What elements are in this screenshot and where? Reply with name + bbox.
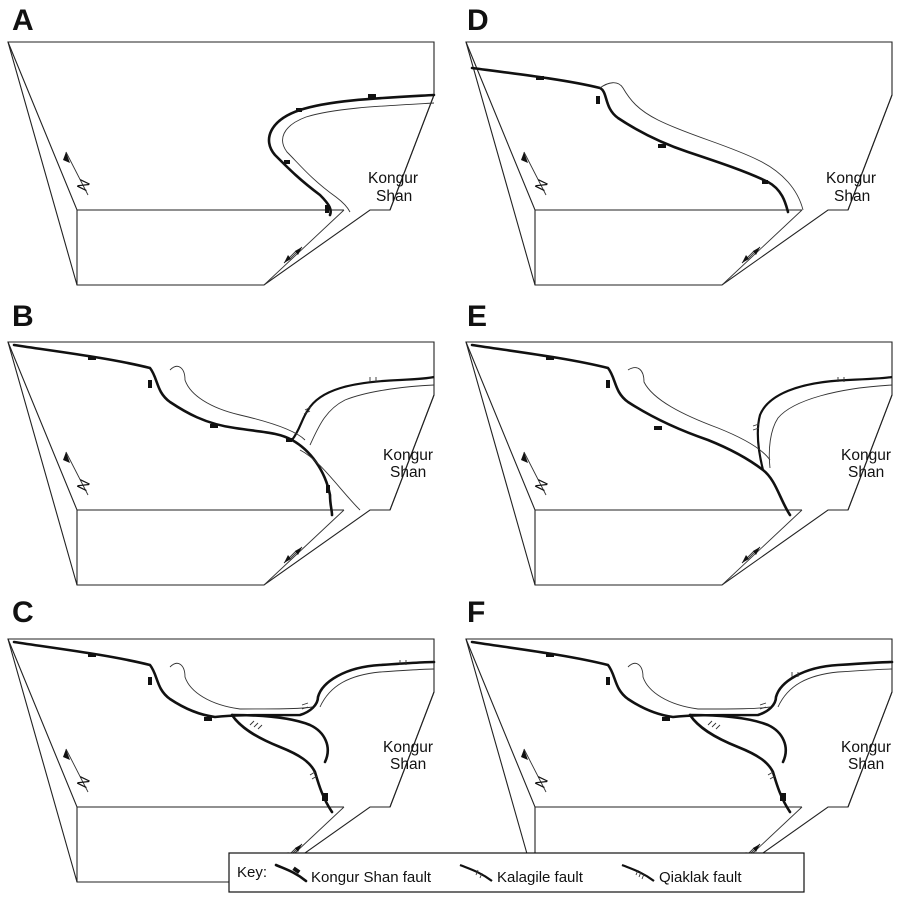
place-label: Shan [848, 464, 884, 481]
key-legend: Key: Kongur Shan fault Kalagile fault Qi… [228, 852, 805, 893]
key-item-label: Kongur Shan fault [311, 869, 432, 886]
place-label: Shan [390, 464, 426, 481]
panel-c [7, 638, 436, 883]
panel-letter: F [467, 596, 485, 629]
place-label: Kongur [383, 447, 433, 464]
north-arrow-label: N [532, 177, 552, 194]
panel-letter: A [12, 4, 34, 37]
key-item-label: Qiaklak fault [659, 869, 742, 886]
place-label: Kongur [383, 739, 433, 756]
place-label: Shan [376, 188, 412, 205]
north-arrow-label: N [74, 774, 94, 791]
key-title: Key: [237, 864, 267, 881]
key-item-label: Kalagile fault [497, 869, 584, 886]
north-arrow-label: N [532, 774, 552, 791]
north-arrow-label: N [532, 477, 552, 494]
panel-letter: C [12, 596, 34, 629]
panel-b [7, 341, 435, 586]
qiaklak-fault-symbol [621, 863, 655, 882]
panel-a [7, 41, 436, 286]
place-label: Kongur [368, 170, 418, 187]
panel-d [465, 41, 893, 286]
kalagile-fault-symbol [459, 863, 493, 882]
kongur-shan-fault-line [267, 93, 436, 217]
place-label: Kongur [826, 170, 876, 187]
place-label: Kongur [841, 739, 891, 756]
place-label: Shan [390, 756, 426, 773]
place-label: Shan [848, 756, 884, 773]
panel-f [465, 638, 894, 883]
kongur-shan-fault-symbol [274, 863, 308, 883]
panel-letter: D [467, 4, 489, 37]
panel-letter: B [12, 300, 34, 333]
panel-e [465, 341, 893, 586]
place-label: Kongur [841, 447, 891, 464]
place-label: Shan [834, 188, 870, 205]
panel-letter: E [467, 300, 487, 333]
north-arrow-label: N [74, 477, 94, 494]
north-arrow-label: N [74, 177, 94, 194]
